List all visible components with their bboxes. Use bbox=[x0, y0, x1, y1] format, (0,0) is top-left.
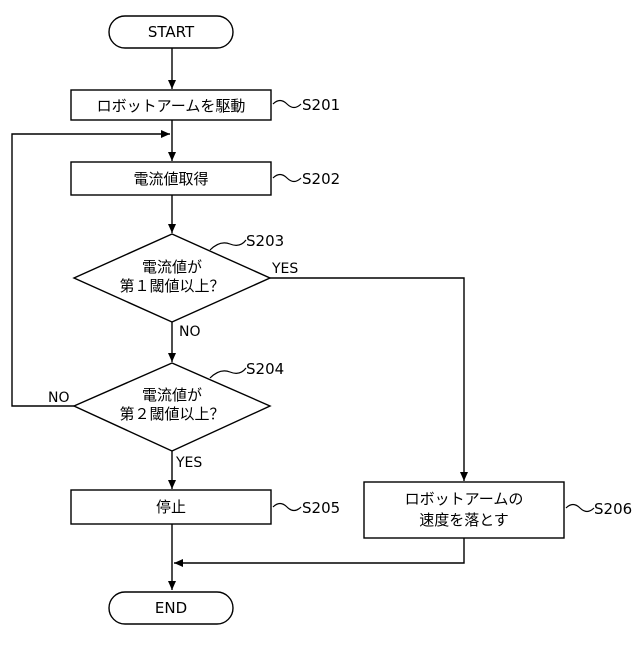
s204-no-label: NO bbox=[48, 390, 70, 406]
s201-label: ロボットアームを駆動 bbox=[97, 97, 246, 115]
s205-label: 停止 bbox=[156, 498, 186, 516]
s204-ref: S204 bbox=[246, 360, 284, 378]
decision-s203: 電流値が 第１閾値以上？ S203 YES NO bbox=[74, 232, 298, 340]
s203-leader bbox=[210, 240, 246, 250]
s203-yes-label: YES bbox=[271, 261, 298, 277]
s206-text-line1: ロボットアームの bbox=[405, 490, 524, 508]
step-s205: 停止 S205 bbox=[71, 490, 340, 524]
s204-text-line1: 電流値が bbox=[142, 386, 202, 404]
s202-label: 電流値取得 bbox=[133, 170, 208, 188]
s204-yes-label: YES bbox=[175, 455, 202, 471]
step-s206: ロボットアームの 速度を落とす S206 bbox=[364, 482, 632, 538]
end-terminal: END bbox=[109, 592, 233, 624]
arrow-s203-to-s206-yes bbox=[270, 278, 464, 481]
start-label: START bbox=[148, 23, 195, 41]
step-s202: 電流値取得 S202 bbox=[71, 162, 340, 195]
s201-leader bbox=[273, 101, 301, 108]
s204-leader bbox=[210, 368, 246, 378]
step-s201: ロボットアームを駆動 S201 bbox=[71, 90, 340, 120]
s203-ref: S203 bbox=[246, 232, 284, 250]
s204-text-line2: 第２閾値以上？ bbox=[119, 405, 224, 423]
s202-ref: S202 bbox=[302, 170, 340, 188]
s205-ref: S205 bbox=[302, 499, 340, 517]
decision-s204: 電流値が 第２閾値以上？ S204 YES NO bbox=[48, 360, 284, 471]
s206-text-line2: 速度を落とす bbox=[419, 511, 509, 529]
s206-leader bbox=[566, 505, 594, 512]
s205-leader bbox=[273, 504, 301, 511]
end-label: END bbox=[155, 599, 187, 617]
s206-ref: S206 bbox=[594, 500, 632, 518]
s203-text-line2: 第１閾値以上？ bbox=[119, 277, 224, 295]
s202-leader bbox=[273, 175, 301, 182]
s201-ref: S201 bbox=[302, 96, 340, 114]
arrow-s206-merge bbox=[174, 538, 464, 563]
s203-no-label: NO bbox=[179, 324, 201, 340]
start-terminal: START bbox=[109, 16, 233, 48]
s203-text-line1: 電流値が bbox=[142, 258, 202, 276]
